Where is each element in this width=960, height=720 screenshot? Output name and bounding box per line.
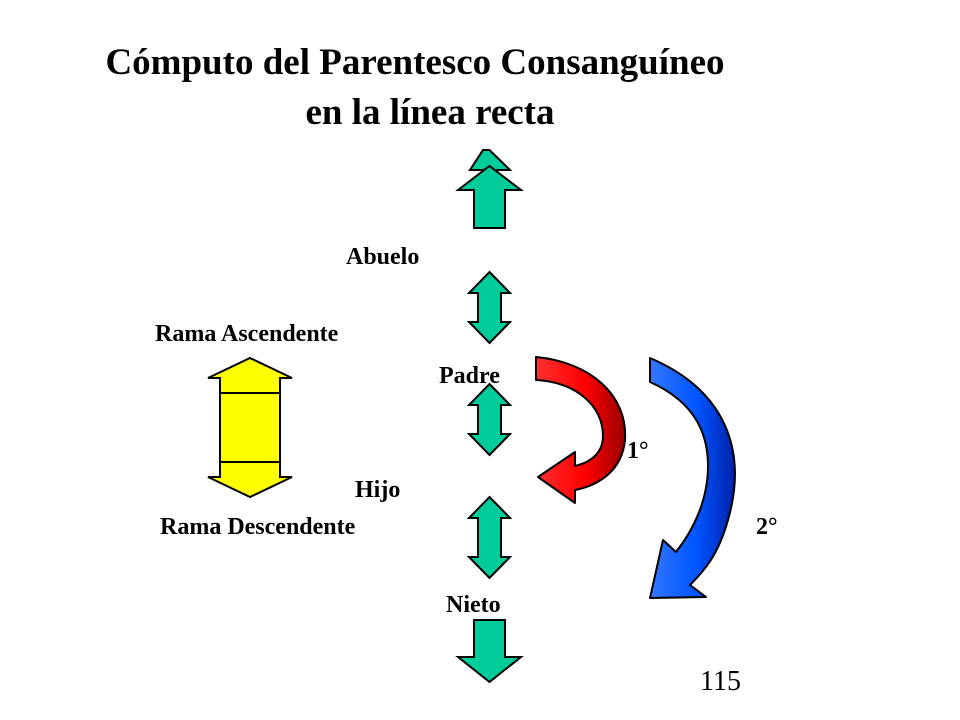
page-number: 115 bbox=[700, 666, 741, 697]
up-arrow-top-fix bbox=[455, 164, 524, 229]
double-arrow-hijo-nieto bbox=[466, 495, 513, 580]
curved-arrow-blue-2-grado bbox=[649, 357, 736, 599]
title-line-2: en la línea recta bbox=[305, 92, 555, 133]
title-line-1: Cómputo del Parentesco Consanguíneo bbox=[105, 42, 725, 83]
label-hijo: Hijo bbox=[355, 477, 401, 503]
rama-double-arrow-body bbox=[219, 392, 281, 463]
double-arrow-padre-hijo bbox=[466, 382, 513, 457]
slide-title: Cómputo del Parentesco Consanguíneo en l… bbox=[0, 38, 830, 138]
label-rama-descendente: Rama Descendente bbox=[160, 514, 356, 540]
label-nieto: Nieto bbox=[446, 592, 501, 618]
double-arrow-abuelo-padre bbox=[466, 270, 513, 345]
down-arrow-bottom bbox=[455, 619, 524, 684]
label-grado-1: 1° bbox=[627, 438, 649, 464]
label-abuelo: Abuelo bbox=[346, 244, 420, 270]
label-rama-ascendente: Rama Ascendente bbox=[155, 321, 339, 347]
label-grado-2: 2° bbox=[756, 514, 778, 540]
label-padre: Padre bbox=[439, 363, 500, 389]
curved-arrow-red-1-grado bbox=[535, 356, 627, 504]
